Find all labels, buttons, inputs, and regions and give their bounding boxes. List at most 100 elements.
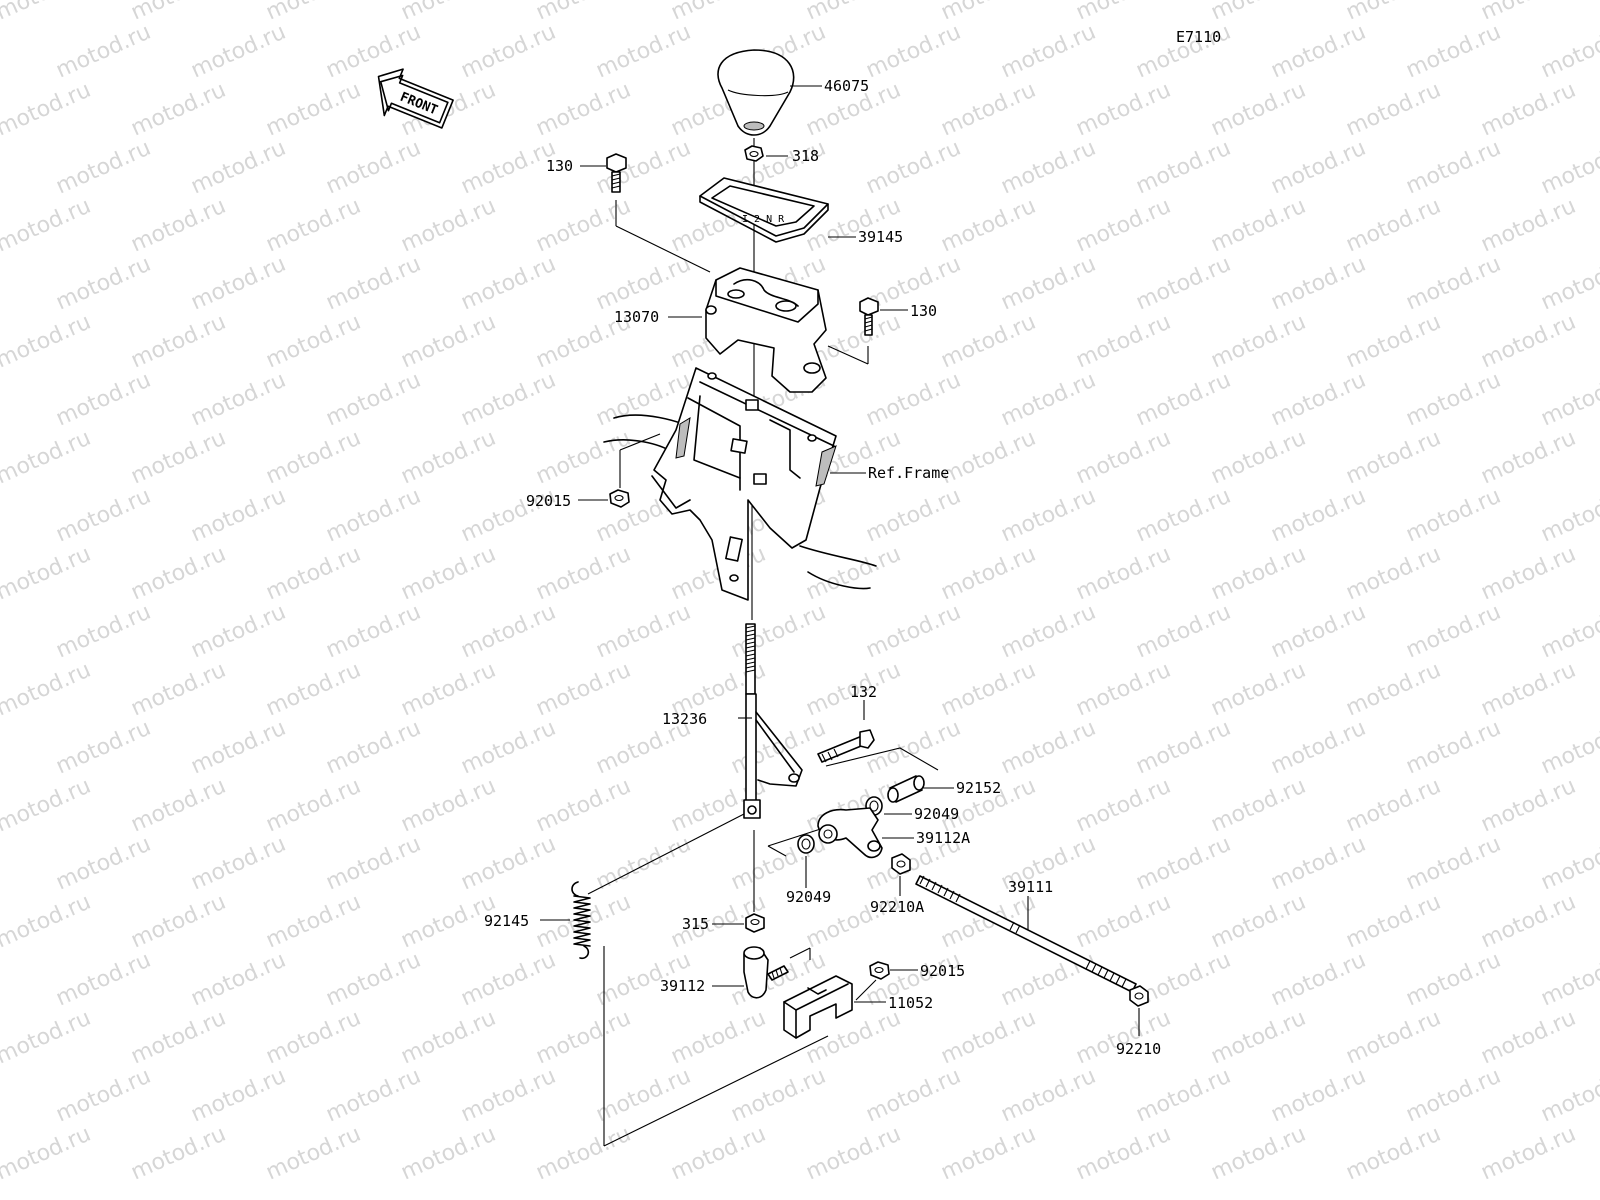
watermark: motod.ru [1537, 1064, 1600, 1128]
callout-92049-right: 92049 [914, 805, 959, 823]
watermark: motod.ru [0, 1122, 95, 1186]
bracket-11052 [783, 975, 853, 1039]
watermark: motod.ru [1072, 78, 1174, 142]
bolt-130-top [606, 153, 627, 193]
watermark: motod.ru [1402, 20, 1504, 84]
watermark: motod.ru [127, 426, 229, 490]
watermark: motod.ru [937, 542, 1039, 606]
watermark: motod.ru [667, 1006, 769, 1070]
watermark: motod.ru [592, 832, 694, 896]
shift-bracket [651, 367, 837, 601]
watermark: motod.ru [1267, 948, 1369, 1012]
watermark: motod.ru [0, 1006, 95, 1070]
watermark: motod.ru [1342, 310, 1444, 374]
watermark: motod.ru [1132, 136, 1234, 200]
watermark: motod.ru [262, 1122, 364, 1186]
watermark: motod.ru [937, 1006, 1039, 1070]
watermark: motod.ru [1267, 136, 1369, 200]
watermark: motod.ru [1072, 542, 1174, 606]
watermark: motod.ru [262, 1006, 364, 1070]
watermark: motod.ru [937, 658, 1039, 722]
watermark: motod.ru [1537, 716, 1600, 780]
callout-13070: 13070 [614, 308, 659, 326]
watermark: motod.ru [1267, 1064, 1369, 1128]
watermark: motod.ru [187, 252, 289, 316]
watermark: motod.ru [457, 1064, 559, 1128]
watermark: motod.ru [187, 368, 289, 432]
watermark: motod.ru [187, 484, 289, 548]
callout-92210: 92210 [1116, 1040, 1161, 1058]
watermark: motod.ru [997, 368, 1099, 432]
watermark: motod.ru [1342, 890, 1444, 954]
watermark: motod.ru [1342, 1122, 1444, 1186]
watermark: motod.ru [457, 136, 559, 200]
watermark: motod.ru [0, 890, 95, 954]
watermark: motod.ru [1072, 890, 1174, 954]
watermark: motod.ru [1207, 426, 1309, 490]
watermark: motod.ru [997, 716, 1099, 780]
watermark: motod.ru [262, 658, 364, 722]
watermark: motod.ru [322, 136, 424, 200]
watermark: motod.ru [1342, 658, 1444, 722]
watermark: motod.ru [0, 78, 95, 142]
watermark: motod.ru [52, 368, 154, 432]
shift-lever-rod [743, 623, 803, 819]
watermark: motod.ru [457, 252, 559, 316]
callout-130-top: 130 [546, 157, 573, 175]
watermark: motod.ru [802, 1122, 904, 1186]
watermark: motod.ru [1072, 774, 1174, 838]
callout-92152: 92152 [956, 779, 1001, 797]
watermark: motod.ru [862, 20, 964, 84]
watermark: motod.ru [127, 310, 229, 374]
callout-92210A: 92210A [870, 898, 924, 916]
watermark: motod.ru [187, 20, 289, 84]
watermark: motod.ru [1132, 832, 1234, 896]
watermark: motod.ru [322, 484, 424, 548]
watermark: motod.ru [1267, 20, 1369, 84]
watermark: motod.ru [592, 600, 694, 664]
watermark: motod.ru [262, 542, 364, 606]
watermark: motod.ru [1342, 194, 1444, 258]
watermark: motod.ru [997, 600, 1099, 664]
watermark: motod.ru [862, 484, 964, 548]
watermark: motod.ru [1537, 368, 1600, 432]
nut-92210A [891, 853, 911, 875]
watermark: motod.ru [262, 890, 364, 954]
watermark: motod.ru [187, 948, 289, 1012]
watermark: motod.ru [592, 20, 694, 84]
watermark: motod.ru [397, 426, 499, 490]
callout-92145: 92145 [484, 912, 529, 930]
watermark: motod.ru [322, 1064, 424, 1128]
watermark: motod.ru [397, 1006, 499, 1070]
watermark: motod.ru [457, 20, 559, 84]
watermark: motod.ru [997, 948, 1099, 1012]
callout-ref-frame: Ref.Frame [868, 464, 949, 482]
nut-92015-right [869, 961, 890, 980]
watermark: motod.ru [0, 0, 95, 25]
watermark: motod.ru [1402, 600, 1504, 664]
watermark: motod.ru [1537, 948, 1600, 1012]
watermark: motod.ru [532, 426, 634, 490]
watermark: motod.ru [187, 1064, 289, 1128]
watermark: motod.ru [127, 78, 229, 142]
watermark: motod.ru [1402, 832, 1504, 896]
watermark: motod.ru [532, 1122, 634, 1186]
watermark: motod.ru [1477, 774, 1579, 838]
watermark: motod.ru [1477, 194, 1579, 258]
watermark: motod.ru [532, 774, 634, 838]
watermark: motod.ru [0, 310, 95, 374]
watermark: motod.ru [997, 252, 1099, 316]
leader-lines [540, 85, 1029, 1003]
watermark: motod.ru [52, 484, 154, 548]
watermark: motod.ru [997, 136, 1099, 200]
callout-11052: 11052 [888, 994, 933, 1012]
watermark: motod.ru [1207, 194, 1309, 258]
watermark: motod.ru [457, 832, 559, 896]
watermark: motod.ru [457, 368, 559, 432]
watermark: motod.ru [592, 1064, 694, 1128]
watermark: motod.ru [1207, 890, 1309, 954]
watermark: motod.ru [52, 252, 154, 316]
watermark: motod.ru [592, 252, 694, 316]
callout-92015-left: 92015 [526, 492, 571, 510]
watermark: motod.ru [1477, 1006, 1579, 1070]
